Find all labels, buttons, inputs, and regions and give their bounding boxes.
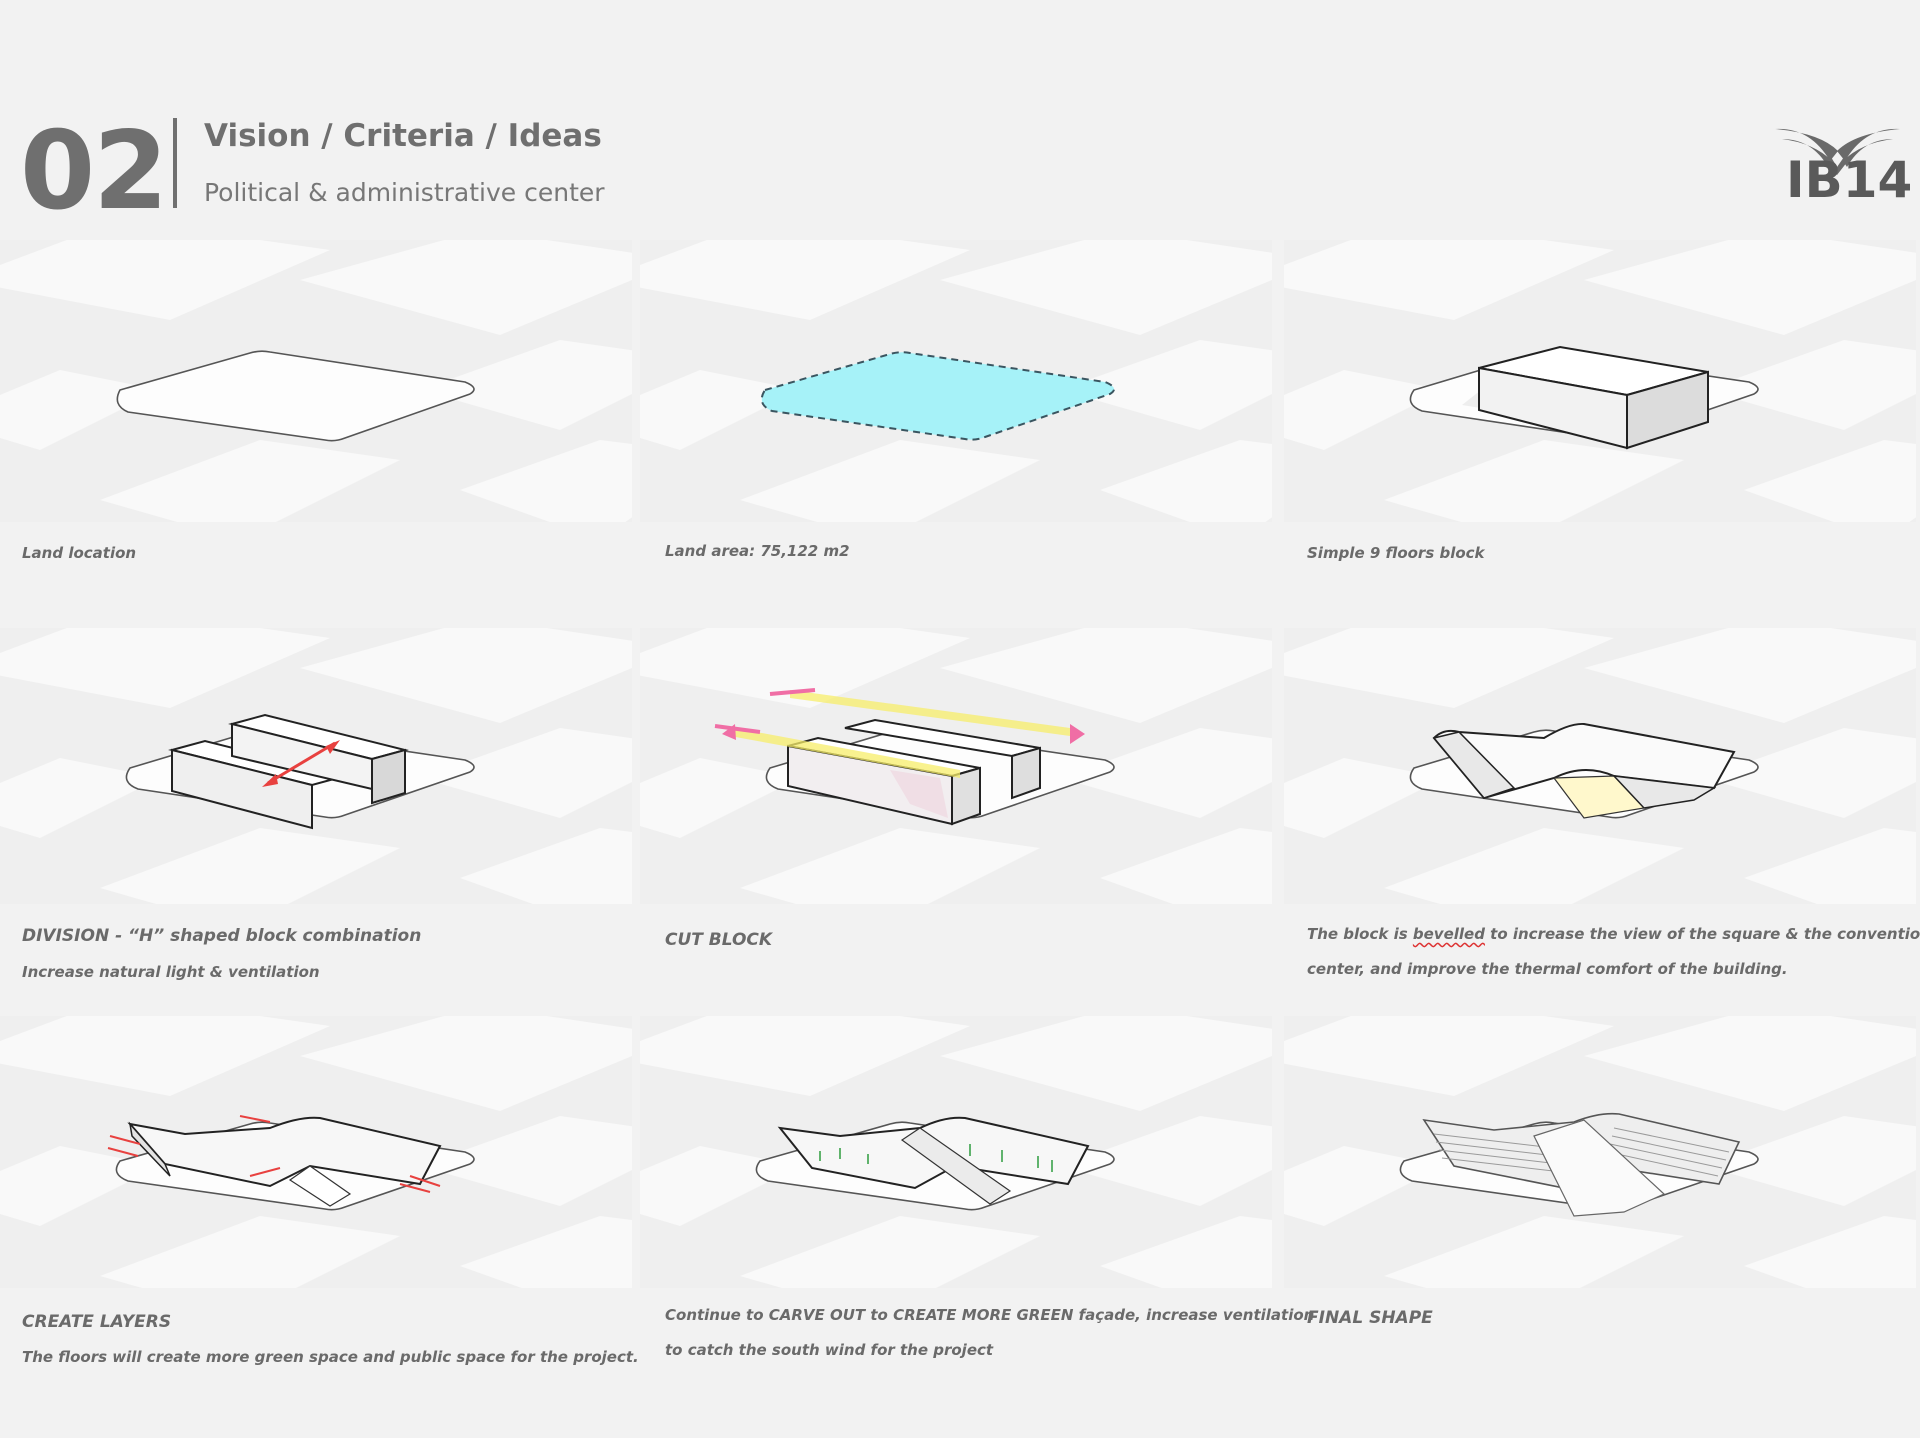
step-4-caption: DIVISION - “H” shaped block combination [22,926,422,946]
step-9-caption: FINAL SHAPE [1307,1308,1433,1328]
header-divider [173,118,177,208]
step-8-caption-line2: to catch the south wind for the project [665,1341,994,1359]
diagram-cut-block [640,628,1272,904]
diagram-h-division [0,628,632,904]
step-3-caption: Simple 9 floors block [1307,544,1485,562]
step-6-caption-line1: The block is bevelled to increase the vi… [1307,925,1920,943]
step-5-caption: CUT BLOCK [665,930,773,950]
page-header: 02 Vision / Criteria / Ideas Political &… [0,0,1920,240]
step-8-caption-line1: Continue to CARVE OUT to CREATE MORE GRE… [665,1306,1315,1324]
step-7-note: The floors will create more green space … [22,1348,639,1366]
diagram-land-area [640,240,1272,522]
step-2-caption: Land area: 75,122 m2 [665,542,850,560]
section-number: 02 [20,109,168,234]
diagram-bevelled-block [1284,628,1916,904]
step-7-caption: CREATE LAYERS [22,1312,172,1332]
diagram-land-location [0,240,632,522]
diagram-final-shape [1284,1016,1916,1288]
step-6-caption-pre: The block is [1307,925,1413,943]
page-subtitle: Political & administrative center [204,178,605,207]
step-6-caption-mark: bevelled [1412,925,1485,943]
step-1-caption: Land location [22,544,137,562]
logo-text: IB14 [1786,151,1913,209]
page-title: Vision / Criteria / Ideas [204,118,602,154]
step-6-caption-line2: center, and improve the thermal comfort … [1307,960,1788,978]
step-4-note: Increase natural light & ventilation [22,963,320,981]
step-6-caption-post: to increase the view of the square & the… [1484,925,1920,943]
diagram-carve-out [640,1016,1272,1288]
diagram-simple-block [1284,240,1916,522]
wings-logo-icon [1775,128,1900,175]
diagram-create-layers [0,1016,632,1288]
